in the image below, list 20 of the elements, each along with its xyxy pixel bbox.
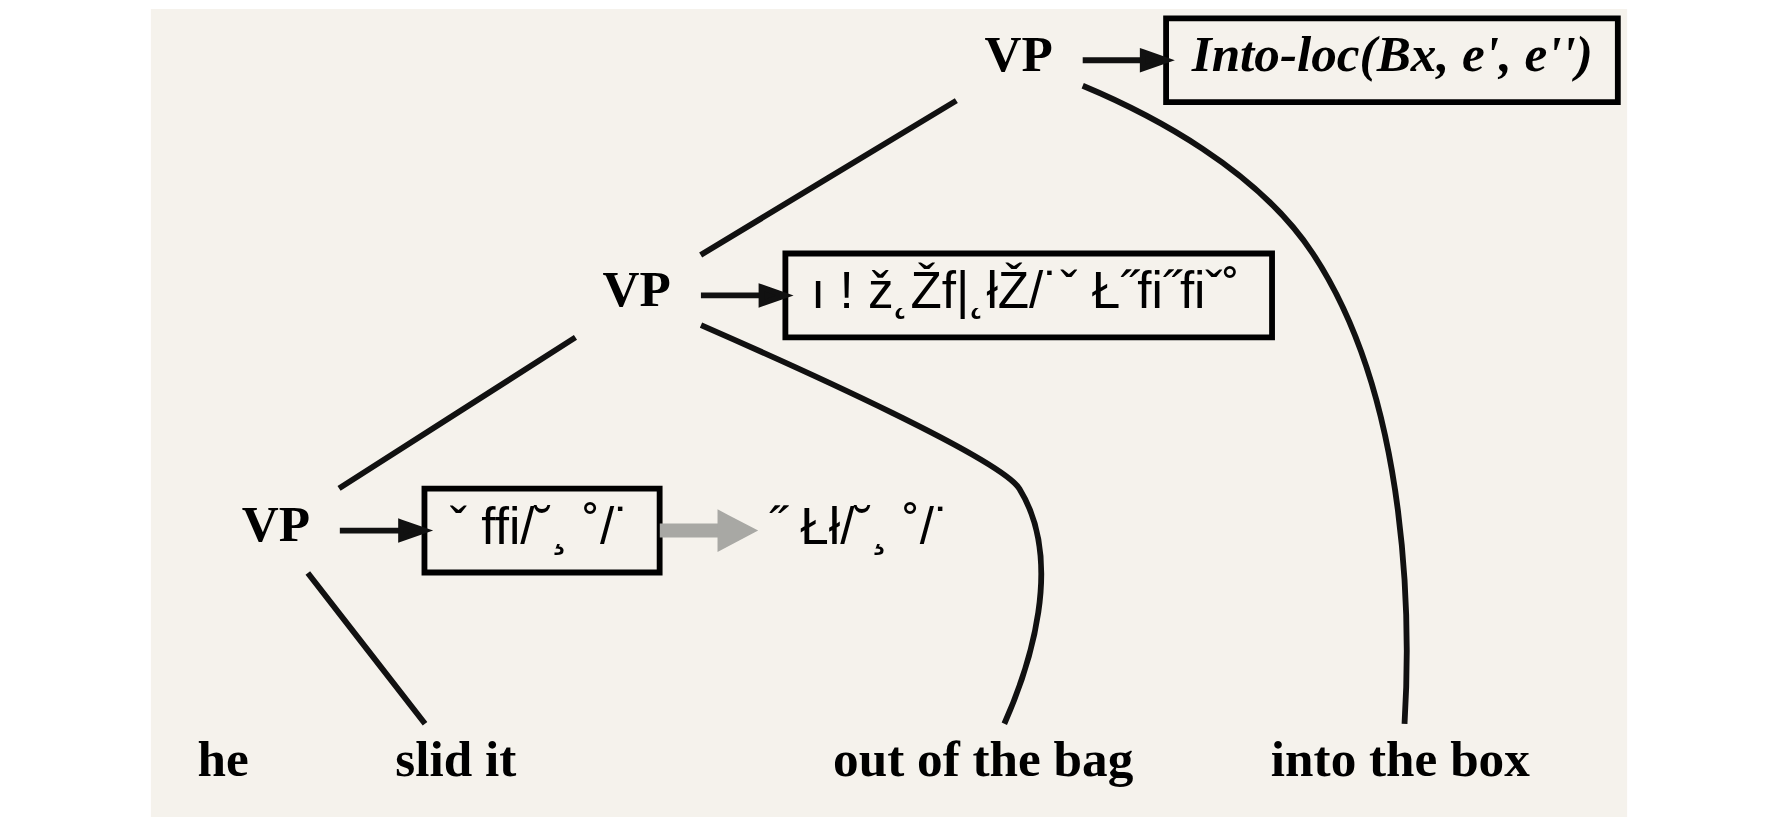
arrow (659, 508, 758, 552)
arrow (1082, 47, 1175, 72)
node-text: into the box (1270, 729, 1530, 787)
arrow (700, 282, 794, 308)
node-text: he (196, 729, 249, 787)
node-text: out of the bag (832, 729, 1133, 787)
node-text: VP (602, 259, 671, 317)
node-text: VP (983, 24, 1053, 82)
node-box: Into-loc(Bx, e', e'') (1162, 14, 1621, 105)
connector (337, 334, 577, 491)
node-box: ˇ ffi/˘¸ ˚/˙ (421, 485, 663, 575)
connector (1081, 82, 1409, 724)
node-text: ˝ Łł/˘¸ ˚/˙ (768, 497, 951, 555)
connector (698, 97, 958, 257)
arrow (339, 517, 433, 543)
node-text: VP (241, 494, 310, 552)
connector (699, 321, 1044, 725)
node-text: slid it (394, 729, 516, 787)
connector (305, 570, 427, 726)
node-box: ı ! ž˛Žf|˛łŽ/˙ˇ Ł˝fi˝fiˇ˚ (781, 250, 1275, 340)
